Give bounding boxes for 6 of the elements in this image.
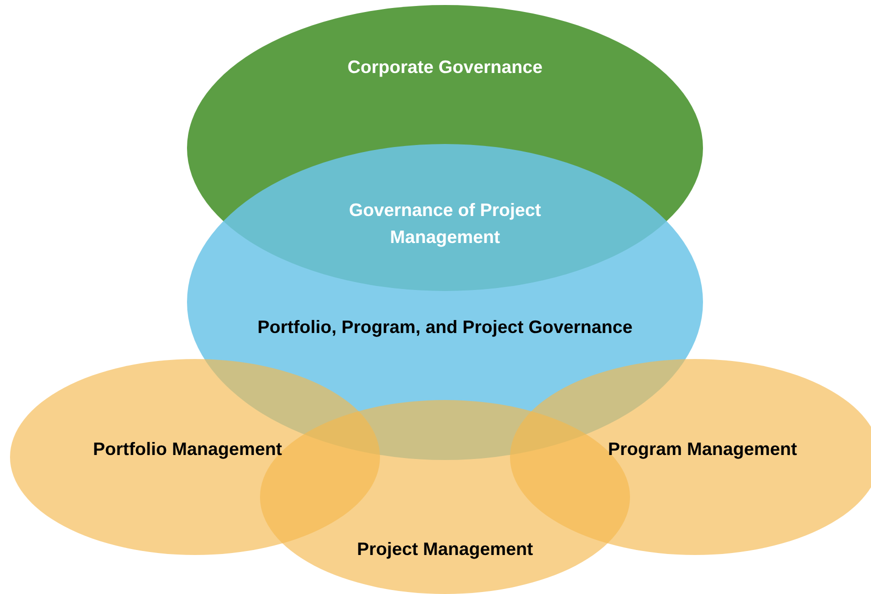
ellipse-label: Program Management — [606, 438, 798, 461]
overlap-label: Governance of Project Management — [348, 199, 542, 249]
ellipse-label: Corporate Governance — [346, 56, 544, 79]
ellipse-label: Portfolio, Program, and Project Governance — [256, 316, 634, 339]
ellipse-label: Portfolio Management — [92, 438, 283, 461]
ellipse-label: Project Management — [356, 538, 534, 561]
